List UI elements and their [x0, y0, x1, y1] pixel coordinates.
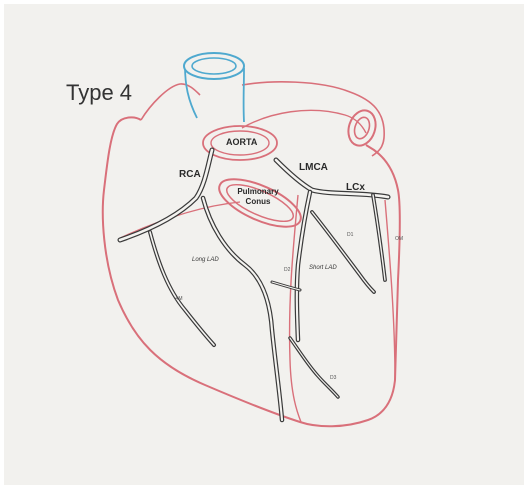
label-lcx: LCx [346, 183, 365, 193]
label-om: OM [395, 237, 403, 242]
label-lmca: LMCA [299, 163, 328, 173]
d2-branch-vessel [290, 338, 338, 397]
posterior-line [385, 200, 395, 380]
label-d3: D3 [330, 376, 336, 381]
label-d2: D2 [284, 268, 290, 273]
pulmonary-vein-ring [344, 107, 380, 149]
label-d1: D1 [347, 233, 353, 238]
label-long-lad: Long LAD [192, 257, 219, 263]
om-branch-vessel-lumen [373, 195, 385, 280]
aorta-tube [184, 53, 244, 122]
label-rca: RCA [179, 170, 201, 180]
label-pulmonary: Pulmonary [232, 187, 284, 197]
am-branch-vessel [150, 232, 214, 345]
label-conus: Conus [232, 197, 284, 207]
am-branch-vessel-lumen [150, 232, 214, 345]
label-aorta: AORTA [226, 138, 257, 147]
label-am: AM [175, 297, 183, 302]
label-pulmonary-conus: Pulmonary Conus [232, 187, 284, 207]
rca-vessel-lumen [120, 150, 212, 240]
diagram-title: Type 4 [66, 82, 132, 104]
label-short-lad: Short LAD [309, 265, 337, 271]
